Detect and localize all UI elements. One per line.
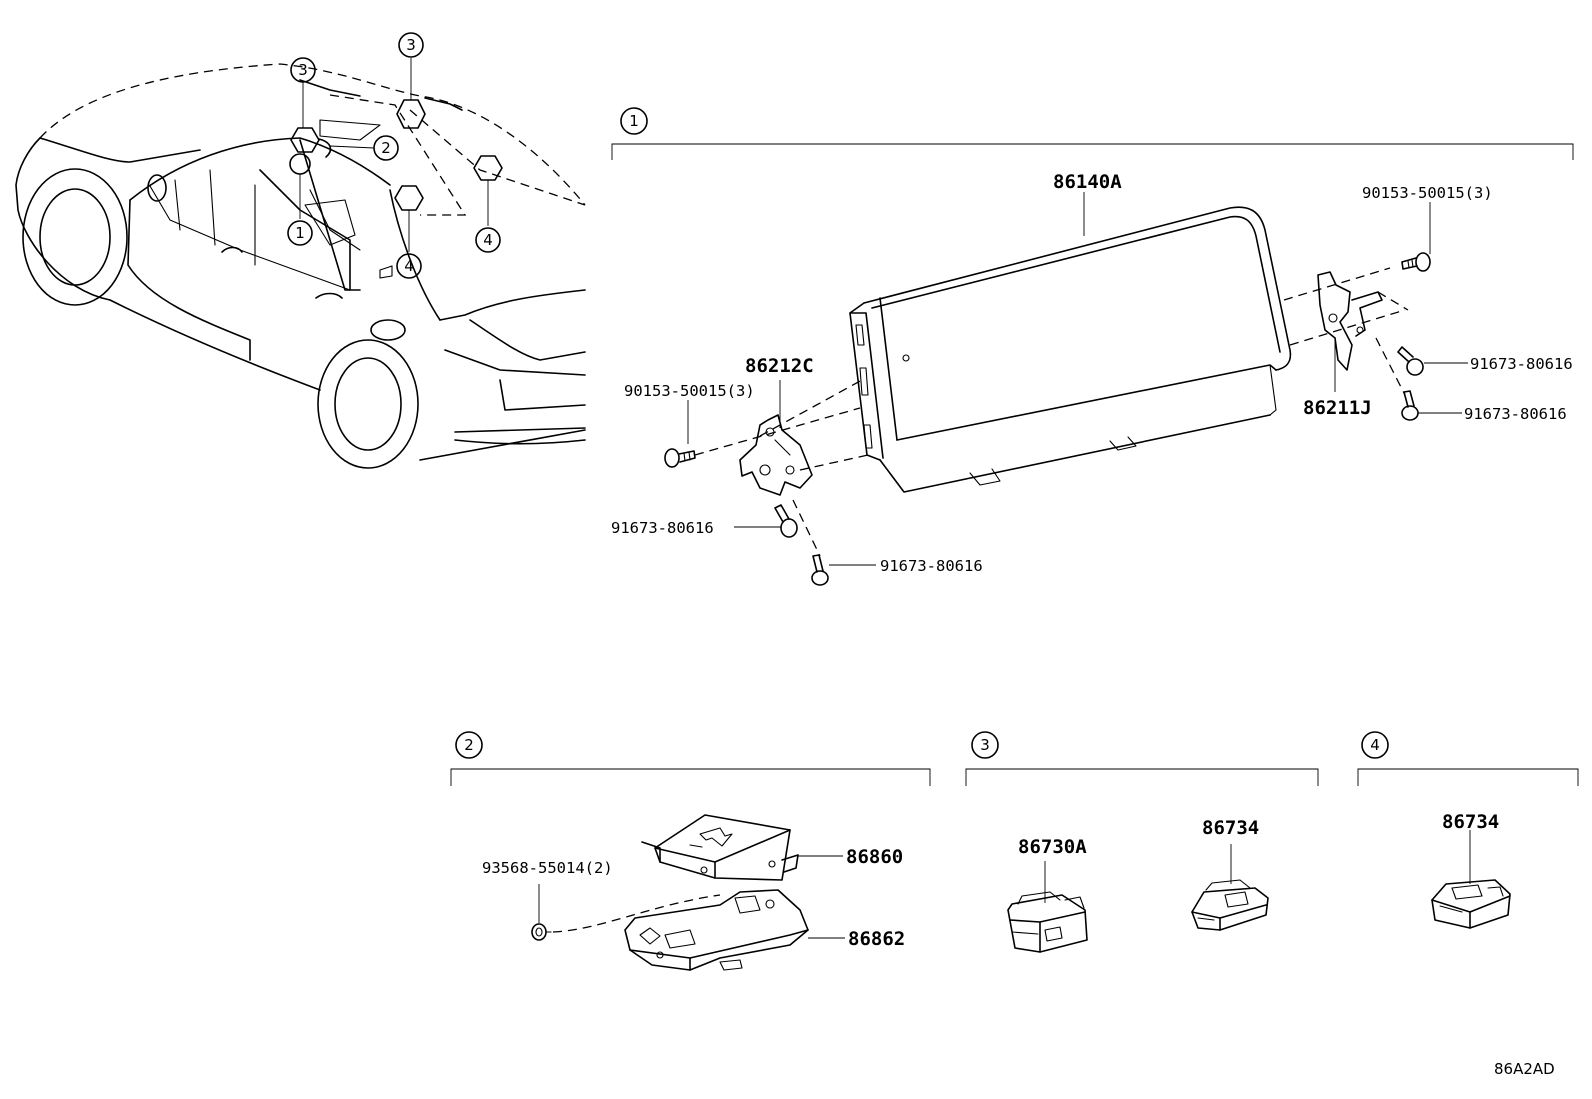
marker-hex-4a bbox=[394, 185, 424, 211]
section-1-number: 1 bbox=[629, 112, 639, 130]
vehicle-callout-4: 1 bbox=[295, 224, 305, 242]
vehicle-callout-3: 2 bbox=[381, 139, 391, 157]
label-86734-s4: 86734 bbox=[1442, 811, 1499, 833]
vehicle-illustration: 3 3 2 1 4 4 bbox=[15, 32, 586, 469]
bolt-left-1-icon bbox=[774, 504, 798, 538]
section-3: 3 86730A 86734 bbox=[965, 731, 1319, 953]
section-2-number: 2 bbox=[464, 736, 474, 754]
label-86211j: 86211J bbox=[1303, 397, 1372, 419]
screw-right-icon bbox=[1401, 252, 1431, 272]
vehicle-callout-circle bbox=[287, 220, 313, 246]
label-nut: 93568-55014(2) bbox=[482, 859, 613, 877]
sensor-86734-s4 bbox=[1431, 879, 1511, 929]
nut-icon bbox=[531, 923, 552, 941]
section-4: 4 86734 bbox=[1357, 731, 1579, 929]
label-screw-right: 90153-50015(3) bbox=[1362, 184, 1493, 202]
vehicle-callout-circle bbox=[475, 227, 501, 253]
label-86862: 86862 bbox=[848, 928, 905, 950]
marker-hex-4b bbox=[473, 155, 503, 181]
label-screw-left: 90153-50015(3) bbox=[624, 382, 755, 400]
label-86212c: 86212C bbox=[745, 355, 814, 377]
vehicle-callout-1: 3 bbox=[298, 61, 308, 79]
module-bracket-86862 bbox=[624, 889, 809, 971]
label-bolt-right-1: 91673-80616 bbox=[1470, 355, 1573, 373]
airbag-module-86860 bbox=[641, 814, 799, 881]
section-2: 2 bbox=[450, 731, 931, 971]
label-86734-s3: 86734 bbox=[1202, 817, 1259, 839]
label-bolt-left-1: 91673-80616 bbox=[611, 519, 714, 537]
label-86140a: 86140A bbox=[1053, 171, 1122, 193]
bolt-right-1-icon bbox=[1397, 346, 1424, 376]
vehicle-callout-circle bbox=[290, 57, 316, 83]
sensor-86734 bbox=[1191, 879, 1269, 931]
marker-hex-3b bbox=[396, 99, 426, 129]
section-4-number: 4 bbox=[1370, 736, 1380, 754]
vehicle-callout-2: 3 bbox=[406, 36, 416, 54]
vehicle-callout-circle bbox=[396, 253, 422, 279]
diagram-code: 86A2AD bbox=[1494, 1060, 1555, 1078]
vehicle-callout-5: 4 bbox=[404, 257, 414, 275]
vehicle-callout-6: 4 bbox=[483, 231, 493, 249]
screw-left-icon bbox=[664, 448, 696, 468]
bracket-86211j bbox=[1317, 271, 1383, 371]
sensor-86730a bbox=[1007, 891, 1088, 953]
marker-arc-2 bbox=[318, 138, 332, 158]
section-3-number: 3 bbox=[980, 736, 990, 754]
section-1: 1 bbox=[611, 107, 1574, 586]
vehicle-callout-circle bbox=[373, 135, 399, 161]
marker-hex-3a bbox=[290, 127, 320, 153]
label-86730a: 86730A bbox=[1018, 836, 1087, 858]
bolt-left-2-icon bbox=[811, 554, 829, 586]
display-unit-86140a bbox=[849, 206, 1292, 493]
bolt-right-2-icon bbox=[1401, 390, 1419, 421]
label-bolt-left-2: 91673-80616 bbox=[880, 557, 983, 575]
label-86860: 86860 bbox=[846, 846, 903, 868]
vehicle-callout-circle bbox=[398, 32, 424, 58]
label-bolt-right-2: 91673-80616 bbox=[1464, 405, 1567, 423]
